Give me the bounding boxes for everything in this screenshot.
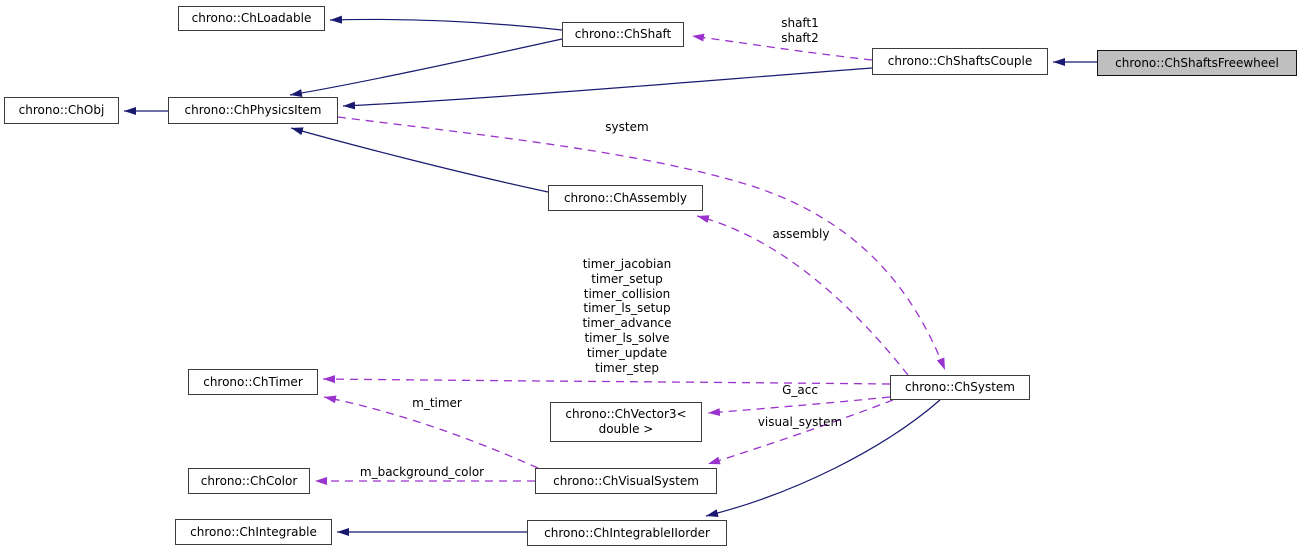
node-chrono-chshaft[interactable]: chrono::ChShaft [562, 22, 684, 47]
edge-label-m-background-color: m_background_color [359, 465, 485, 479]
node-chrono-chsystem[interactable]: chrono::ChSystem [890, 375, 1030, 400]
edge-member-g-acc [707, 396, 891, 417]
edge-inheritance-chshaft-to-chphysicsitem [289, 38, 563, 97]
edge-member-system [337, 116, 946, 371]
node-chrono-chvector3-double[interactable]: chrono::ChVector3< double > [550, 402, 702, 442]
edge-label-g-acc: G_acc [782, 383, 818, 397]
edge-member-timers [322, 375, 891, 385]
node-chrono-chshaftsfreewheel: chrono::ChShaftsFreewheel [1097, 50, 1297, 76]
edge-label-timers: timer_jacobian timer_setup timer_collisi… [582, 257, 672, 375]
node-chrono-chvisualsystem[interactable]: chrono::ChVisualSystem [535, 468, 717, 494]
edge-inheritance-chassembly-to-chphysicsitem [290, 127, 549, 193]
edge-label-system: system [605, 120, 649, 134]
edge-member-m-timer [323, 395, 539, 469]
edge-label-visual-system: visual_system [757, 415, 843, 429]
edge-inheritance-chshaftscouple-to-chphysicsitem [342, 67, 873, 110]
node-chrono-chobj[interactable]: chrono::ChObj [4, 97, 119, 124]
node-chrono-chintegrableiiorder[interactable]: chrono::ChIntegrableIIorder [527, 520, 727, 546]
node-chrono-chtimer[interactable]: chrono::ChTimer [188, 369, 318, 395]
node-chrono-chassembly[interactable]: chrono::ChAssembly [548, 185, 703, 211]
edge-member-visual-system [707, 399, 894, 465]
node-chrono-chphysicsitem[interactable]: chrono::ChPhysicsItem [168, 97, 338, 124]
edge-label-shaft1-shaft2: shaft1 shaft2 [781, 16, 819, 45]
edge-inheritance-chshaft-to-chloadable [329, 15, 563, 31]
edge-label-assembly: assembly [772, 227, 830, 241]
edge-label-m-timer: m_timer [412, 396, 462, 410]
node-chrono-chshaftscouple[interactable]: chrono::ChShaftsCouple [872, 48, 1048, 75]
node-chrono-chintegrable[interactable]: chrono::ChIntegrable [175, 519, 332, 545]
edge-inheritance-chsystem-to-chintegrableiiorder [705, 399, 941, 518]
node-chrono-chloadable[interactable]: chrono::ChLoadable [178, 6, 325, 31]
node-chrono-chcolor[interactable]: chrono::ChColor [188, 468, 310, 494]
edge-member-assembly [696, 215, 909, 376]
